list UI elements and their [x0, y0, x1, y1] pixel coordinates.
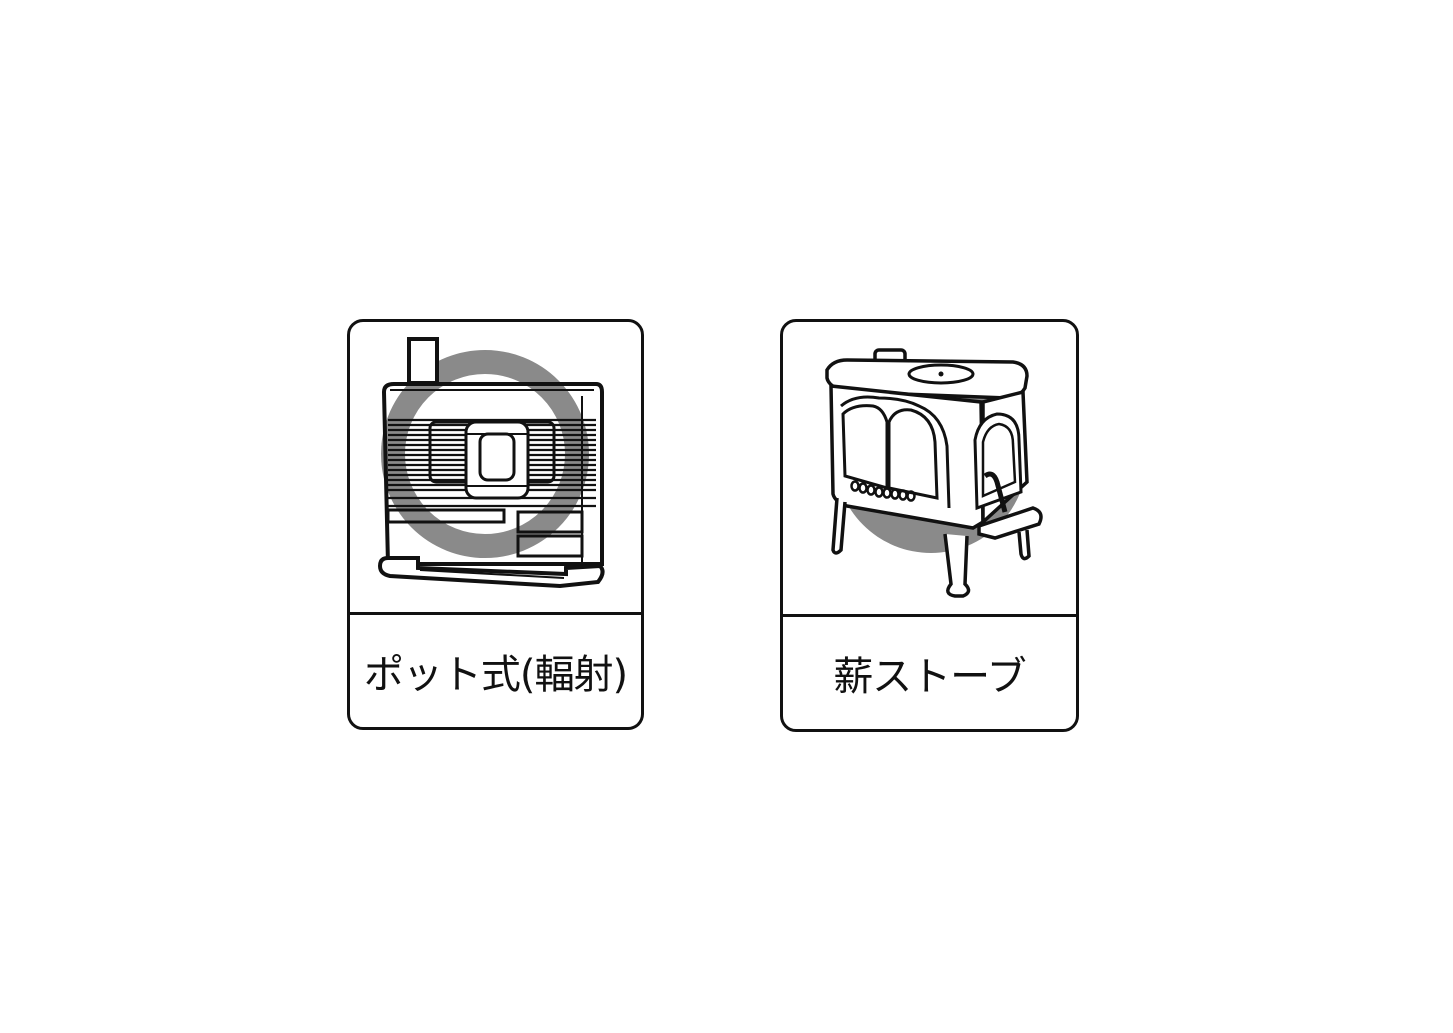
- heater-type-label: ポット式(輻射): [363, 652, 628, 698]
- heater-card-wood-stove: 薪ストーブ: [780, 319, 1079, 732]
- heater-card-pot-type: ポット式(輻射): [347, 319, 644, 730]
- pot-type-radiant-heater-icon: [350, 322, 641, 612]
- wood-stove-icon: [783, 322, 1076, 614]
- heater-type-label: 薪ストーブ: [833, 654, 1027, 700]
- card-divider: [783, 614, 1076, 617]
- card-divider: [350, 612, 641, 615]
